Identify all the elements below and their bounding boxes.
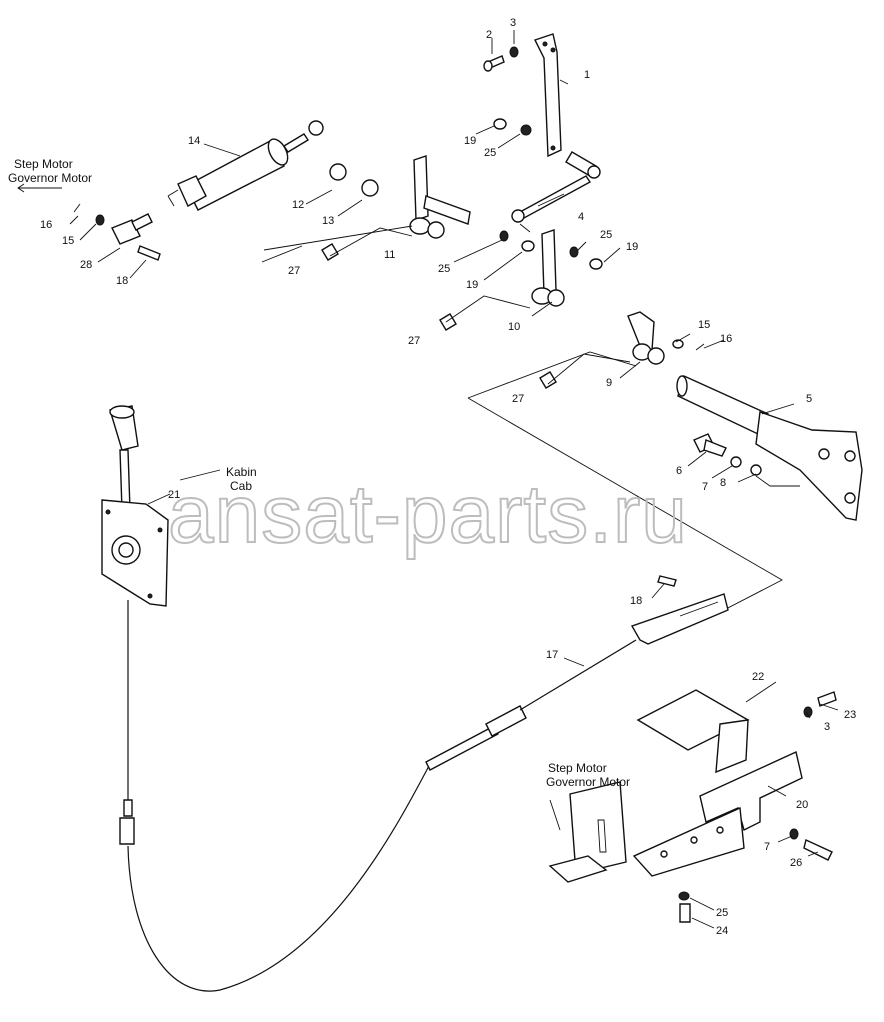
part-18-pin-right xyxy=(657,575,677,587)
part-17-cable xyxy=(119,593,729,992)
callout-3-top: 3 xyxy=(510,17,516,29)
part-11-lever xyxy=(409,155,471,239)
callout-16-left: 16 xyxy=(40,219,52,231)
part-16-pin-left xyxy=(73,203,81,213)
label-governor-motor-top: Governor Motor xyxy=(8,171,92,185)
part-9-lever xyxy=(627,311,665,365)
callout-28: 28 xyxy=(80,259,92,271)
part-18-pin-left xyxy=(137,245,161,261)
part-25-washer-upper xyxy=(520,124,532,136)
callout-leaders xyxy=(69,30,839,929)
callout-25-upper: 25 xyxy=(484,147,496,159)
part-16-pin-right xyxy=(695,343,705,351)
callout-5: 5 xyxy=(806,393,812,405)
label-cab: Cab xyxy=(230,479,252,493)
part-2-bolt xyxy=(483,55,505,72)
part-25-washer-mid xyxy=(499,230,579,258)
callout-19-mid: 19 xyxy=(466,279,478,291)
part-27-setscrew-3 xyxy=(539,371,557,389)
part-7-washer xyxy=(730,456,742,468)
callout-19-right: 19 xyxy=(626,241,638,253)
part-1-lever xyxy=(534,33,562,158)
callout-17: 17 xyxy=(546,649,558,661)
callout-12: 12 xyxy=(292,199,304,211)
part-3-nut-bottom xyxy=(803,706,813,718)
watermark-text: ansat-parts.ru xyxy=(168,469,688,560)
callout-23: 23 xyxy=(844,709,856,721)
callout-21: 21 xyxy=(168,489,180,501)
callout-18-right: 18 xyxy=(630,595,642,607)
callout-22: 22 xyxy=(752,671,764,683)
part-5-shaft xyxy=(676,375,863,521)
part-4-rod xyxy=(511,151,601,233)
part-19-nut-mid xyxy=(521,240,603,270)
callout-2: 2 xyxy=(486,29,492,41)
part-26-bolt xyxy=(803,839,833,861)
callout-13: 13 xyxy=(322,215,334,227)
part-3-nut-top xyxy=(509,46,519,58)
part-8-washer xyxy=(750,464,762,476)
part-13-ring xyxy=(361,179,379,197)
lever-leaders xyxy=(329,227,631,385)
callout-25-mid: 25 xyxy=(438,263,450,275)
label-step-motor-top: Step Motor xyxy=(14,157,73,171)
callout-26: 26 xyxy=(790,857,802,869)
label-kabin: Kabin xyxy=(226,465,257,479)
part-24-bolt xyxy=(679,903,691,923)
part-23-bolt xyxy=(817,691,837,707)
part-21-hand-lever xyxy=(101,405,169,607)
callout-4: 4 xyxy=(578,211,584,223)
part-10-lever xyxy=(531,229,565,307)
callout-27-3: 27 xyxy=(512,393,524,405)
callout-15-left: 15 xyxy=(62,235,74,247)
callout-19-upper: 19 xyxy=(464,135,476,147)
callout-11: 11 xyxy=(384,249,395,261)
part-25-washer-bottom xyxy=(678,891,690,901)
part-20-bracket xyxy=(632,751,803,877)
label-step-motor-bottom: Step Motor xyxy=(548,761,607,775)
callout-27-2: 27 xyxy=(408,335,420,347)
part-7-washer-bottom xyxy=(789,828,799,840)
part-19-nut-upper xyxy=(493,118,507,130)
callout-3-bottom: 3 xyxy=(824,721,830,733)
step-motor-unit xyxy=(548,781,627,883)
callout-24: 24 xyxy=(716,925,728,937)
callout-25-bottom: 25 xyxy=(716,907,728,919)
callout-20: 20 xyxy=(796,799,808,811)
part-6-bolt xyxy=(693,433,727,457)
callout-8: 8 xyxy=(720,477,726,489)
callout-14: 14 xyxy=(188,135,200,147)
callout-1: 1 xyxy=(584,69,590,81)
callout-25-right: 25 xyxy=(600,229,612,241)
callout-9: 9 xyxy=(606,377,612,389)
part-15-washer-right xyxy=(672,339,684,349)
part-12-ring xyxy=(329,163,347,181)
label-governor-motor-bottom: Governor Motor xyxy=(546,775,630,789)
part-28-clevis xyxy=(111,213,153,245)
part-15-washer-left xyxy=(95,214,105,226)
callout-18-left: 18 xyxy=(116,275,128,287)
callout-7: 7 xyxy=(702,481,708,493)
part-14-actuator xyxy=(167,120,324,211)
part-27-setscrew-1 xyxy=(321,243,339,261)
callout-16-right: 16 xyxy=(720,333,732,345)
part-22-bracket xyxy=(636,689,750,774)
callout-27-1: 27 xyxy=(288,265,300,277)
callout-10: 10 xyxy=(508,321,520,333)
callout-7-bottom: 7 xyxy=(764,841,770,853)
callout-6: 6 xyxy=(676,465,682,477)
callout-15-right: 15 xyxy=(698,319,710,331)
